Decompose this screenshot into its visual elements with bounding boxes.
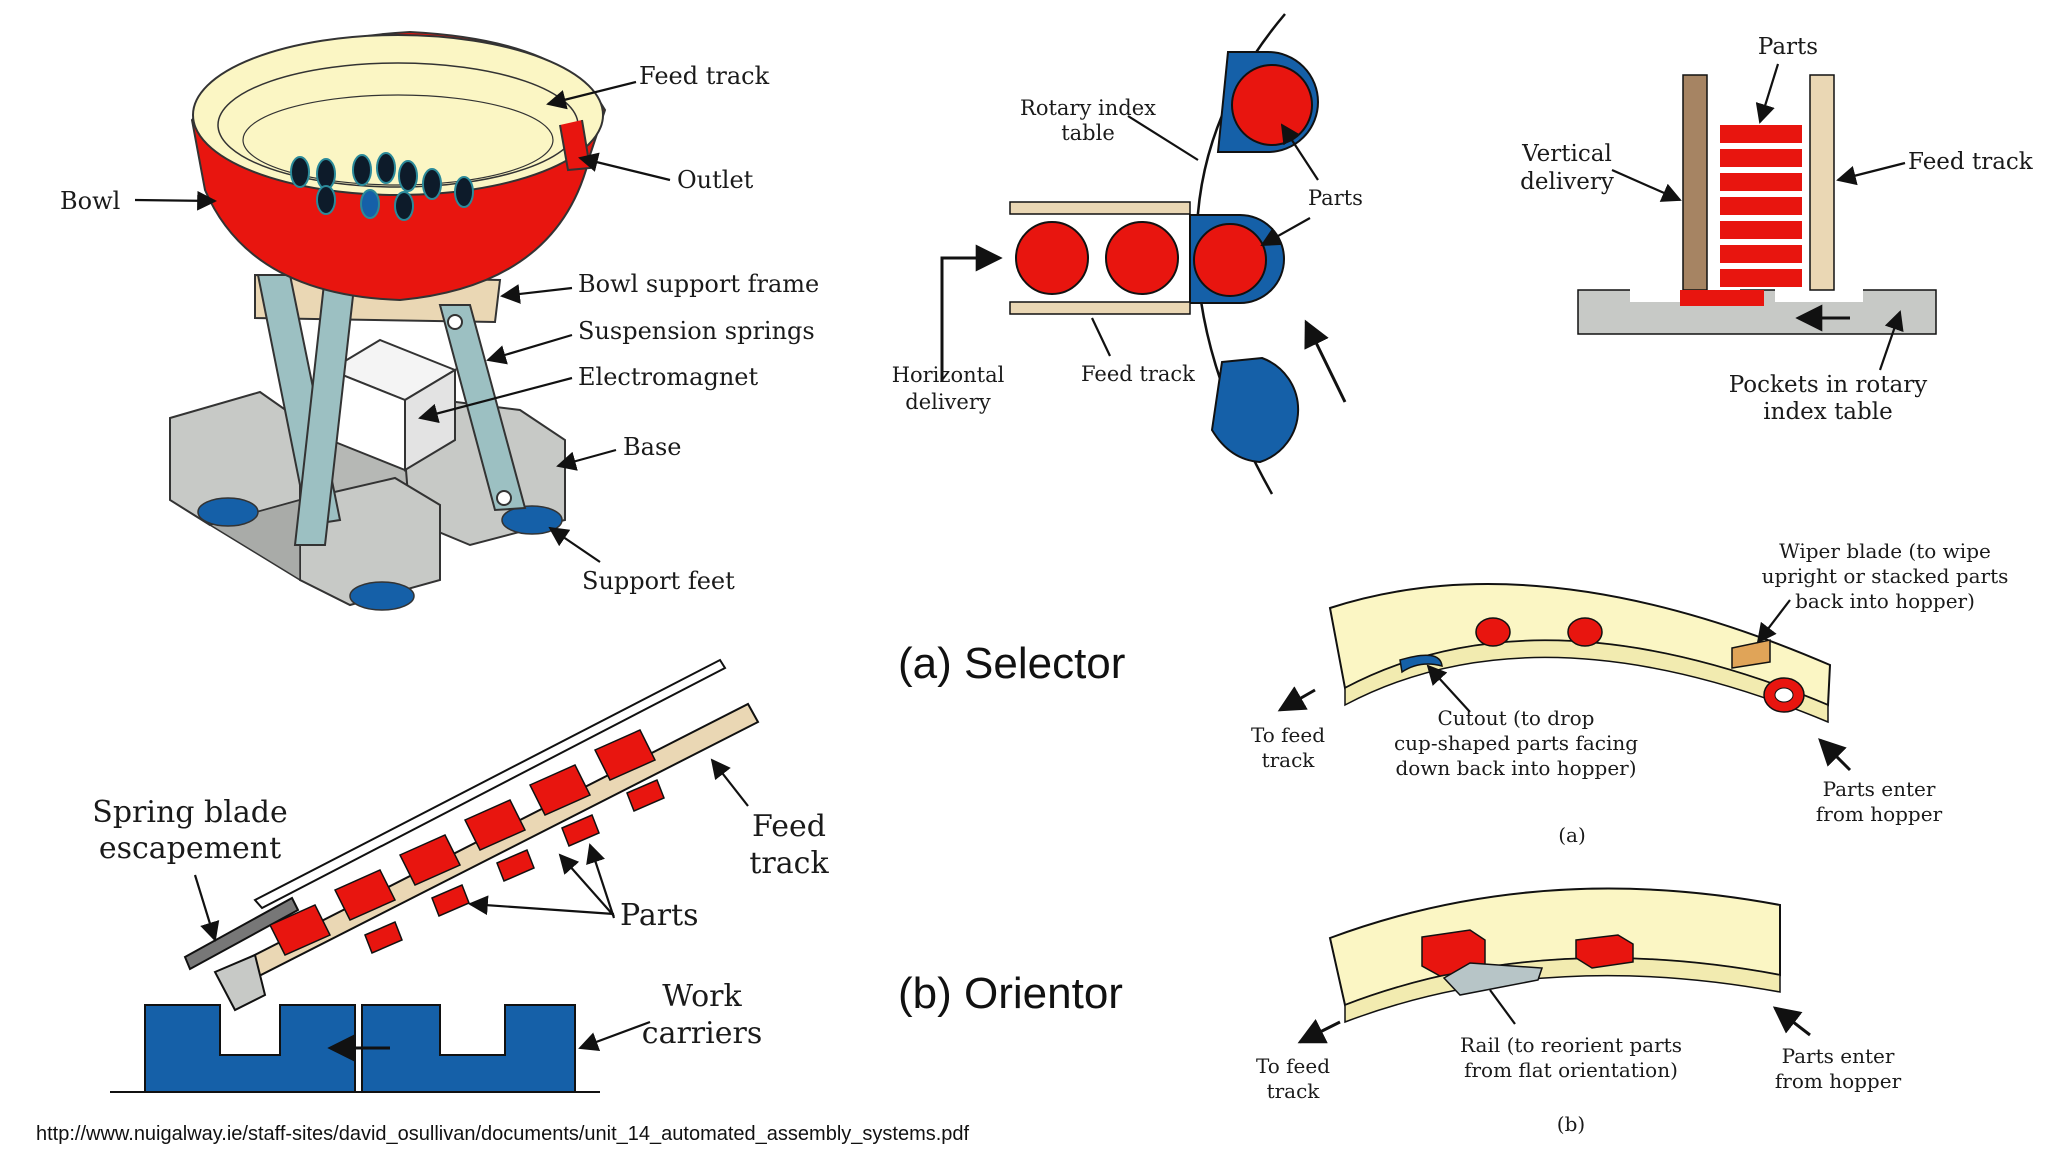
bowl-parts <box>290 152 474 221</box>
label-parts-rotary: Parts <box>1308 186 1363 210</box>
vertical-delivery-diagram: Parts Vertical delivery Feed track Pocke… <box>1520 34 2034 425</box>
selector-parts <box>1475 617 1805 713</box>
label-parts-enter-a-line2: from hopper <box>1816 802 1943 826</box>
label-outlet: Outlet <box>677 166 754 194</box>
label-rotary-index-line2: table <box>1061 121 1115 145</box>
caption-a: (a) <box>1558 823 1586 847</box>
label-suspension-springs: Suspension springs <box>578 317 815 345</box>
label-cutout-line2: cup-shaped parts facing <box>1394 731 1638 755</box>
label-bowl-support-frame: Bowl support frame <box>578 270 819 298</box>
escapement-stop <box>213 953 267 1012</box>
label-horizontal-delivery-line2: delivery <box>905 390 991 414</box>
label-feed-track: Feed track <box>639 62 770 90</box>
feed-track-rail-bottom <box>1009 301 1191 315</box>
rotary-index-diagram: Rotary index table Parts Horizontal deli… <box>892 13 1363 495</box>
pocket-lower <box>1210 356 1300 464</box>
label-base: Base <box>623 433 681 461</box>
heading-orientor: (b) Orientor <box>898 969 1123 1018</box>
parts-on-slide <box>268 729 665 956</box>
selector-track-diagram: Wiper blade (to wipe upright or stacked … <box>1251 539 2008 847</box>
label-feed-track-rotary: Feed track <box>1081 362 1195 386</box>
part-on-track-1 <box>1015 221 1089 295</box>
part-on-track-2 <box>1105 221 1179 295</box>
stacked-parts <box>1720 125 1802 287</box>
label-wiper-line2: upright or stacked parts <box>1762 564 2009 588</box>
caption-b: (b) <box>1557 1112 1585 1136</box>
label-rail-line1: Rail (to reorient parts <box>1460 1033 1682 1057</box>
label-rotary-index-line1: Rotary index <box>1020 96 1156 120</box>
label-spring-blade-line1: Spring blade <box>92 795 287 830</box>
label-to-feed-a-line2: track <box>1262 748 1316 772</box>
work-carrier-right <box>361 1004 576 1093</box>
label-rail-line2: from flat orientation) <box>1464 1058 1678 1082</box>
label-work-carriers-line2: carriers <box>642 1016 762 1051</box>
label-to-feed-b-line1: To feed <box>1256 1054 1330 1078</box>
label-support-feet: Support feet <box>582 567 735 595</box>
work-carrier-left <box>144 1004 356 1093</box>
label-horizontal-delivery-line1: Horizontal <box>892 363 1005 387</box>
label-escapement-parts: Parts <box>620 898 699 933</box>
label-electromagnet: Electromagnet <box>578 363 758 391</box>
parts-enter-arrow-a <box>1818 738 1852 772</box>
label-to-feed-a-line1: To feed <box>1251 723 1325 747</box>
label-cutout-line3: down back into hopper) <box>1395 756 1636 780</box>
guide-rail <box>253 658 727 910</box>
feed-track-wall <box>1809 74 1835 291</box>
label-pockets-line1: Pockets in rotary <box>1729 372 1927 398</box>
label-pockets-line2: index table <box>1763 399 1892 425</box>
label-bowl: Bowl <box>60 187 120 215</box>
part-in-middle-pocket <box>1193 223 1267 297</box>
suspension-springs <box>256 273 527 546</box>
label-wiper-line1: Wiper blade (to wipe <box>1779 539 1991 563</box>
part-in-upper-pocket <box>1231 64 1313 146</box>
rail <box>1442 962 1544 996</box>
label-cutout-line1: Cutout (to drop <box>1438 706 1595 730</box>
label-parts-enter-b-line1: Parts enter <box>1782 1044 1895 1068</box>
rotation-arrow <box>1304 319 1347 403</box>
label-spring-blade-line2: escapement <box>99 831 281 866</box>
source-url: http://www.nuigalway.ie/staff-sites/davi… <box>36 1123 970 1145</box>
bowl <box>190 30 607 302</box>
parts-enter-arrow-b <box>1772 1006 1811 1037</box>
label-parts-enter-b-line2: from hopper <box>1775 1069 1902 1093</box>
label-feed-track-vertical: Feed track <box>1908 149 2034 175</box>
label-vertical-delivery-line1: Vertical <box>1521 141 1612 167</box>
label-work-carriers-line1: Work <box>662 979 742 1014</box>
bowl-feeder-diagram: Feed track Outlet Bowl Bowl support fram… <box>60 30 819 611</box>
support-feet <box>197 497 563 611</box>
horizontal-delivery-arrow <box>940 244 1003 382</box>
feed-track-rail-top <box>1009 201 1191 215</box>
escapement-diagram: Spring blade escapement Feed track Parts… <box>92 658 829 1093</box>
label-wiper-line3: back into hopper) <box>1795 589 1975 613</box>
label-escapement-feed-line1: Feed <box>752 809 826 844</box>
label-parts-enter-a-line1: Parts enter <box>1823 777 1936 801</box>
label-to-feed-b-line2: track <box>1267 1079 1321 1103</box>
to-feed-arrow-a <box>1277 686 1316 712</box>
label-escapement-feed-line2: track <box>749 846 829 881</box>
heading-selector: (a) Selector <box>898 639 1125 688</box>
label-vertical-delivery-line2: delivery <box>1520 169 1614 195</box>
spring-blade <box>183 896 300 971</box>
label-parts-vertical: Parts <box>1758 34 1818 60</box>
to-feed-arrow-b <box>1297 1019 1341 1044</box>
part-in-pocket <box>1680 290 1764 306</box>
orientor-track-diagram: To feed track Rail (to reorient parts fr… <box>1256 887 1902 1136</box>
vertical-delivery-wall <box>1682 74 1708 291</box>
